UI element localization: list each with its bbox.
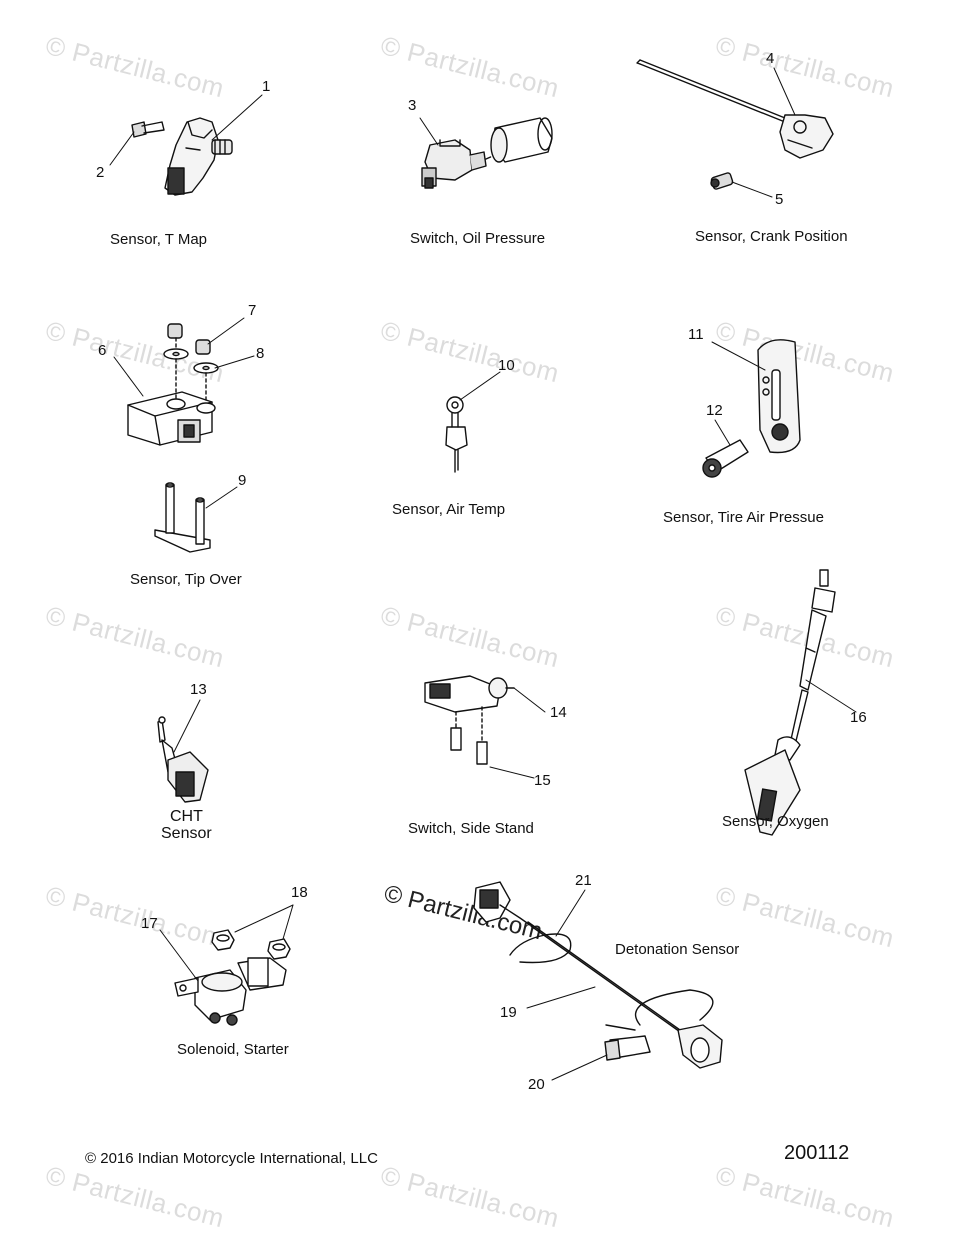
cht-sensor-drawing — [157, 716, 209, 803]
tire-pressure-sensor-drawing — [702, 339, 801, 478]
diagram-page: © Partzilla.com © Partzilla.com © Partzi… — [43, 30, 898, 1233]
callout-19: 19 — [500, 1004, 517, 1021]
callout-18: 18 — [291, 884, 308, 901]
starter-solenoid-drawing — [174, 929, 291, 1026]
callout-4: 4 — [766, 50, 775, 67]
callout-16: 16 — [850, 709, 867, 726]
caption-side-stand-switch: Switch, Side Stand — [408, 820, 534, 837]
tmap-sensor-drawing — [131, 117, 233, 196]
callout-11: 11 — [688, 326, 704, 343]
detonation-sensor-drawing — [473, 881, 723, 1069]
callout-13: 13 — [190, 681, 207, 698]
callout-6: 6 — [98, 342, 107, 359]
side-stand-switch-drawing — [424, 675, 515, 765]
copyright-text: 2016 Indian Motorcycle International, LL… — [100, 1150, 378, 1167]
caption-detonation-sensor: Detonation Sensor — [615, 941, 740, 958]
callout-7: 7 — [248, 302, 257, 319]
copyright-footer: © 2016 Indian Motorcycle International, … — [85, 1150, 378, 1167]
caption-tip-over-sensor: Sensor, Tip Over — [130, 571, 242, 588]
parts-drawing — [109, 59, 857, 1081]
callout-9: 9 — [238, 472, 247, 489]
callout-3: 3 — [408, 97, 417, 114]
caption-tire-pressure-sensor: Sensor, Tire Air Pressue — [663, 509, 824, 526]
callout-14: 14 — [550, 704, 567, 721]
callout-17: 17 — [141, 915, 158, 932]
callout-15: 15 — [534, 772, 551, 789]
oil-pressure-switch-drawing — [421, 117, 553, 189]
caption-crank-position-sensor: Sensor, Crank Position — [695, 228, 848, 245]
caption-cht-sensor: Sensor — [161, 825, 212, 842]
callout-10: 10 — [498, 357, 515, 374]
callout-12: 12 — [706, 402, 723, 419]
crank-position-sensor-drawing — [636, 59, 834, 190]
caption-tmap-sensor: Sensor, T Map — [110, 231, 208, 248]
caption-cht: CHT — [170, 808, 203, 825]
caption-starter-solenoid: Solenoid, Starter — [177, 1041, 289, 1058]
air-temp-sensor-drawing — [445, 396, 468, 473]
callout-5: 5 — [775, 191, 784, 208]
callout-1: 1 — [262, 78, 271, 95]
callout-2: 2 — [96, 164, 105, 181]
oxygen-sensor-drawing — [744, 569, 836, 836]
leader-lines — [109, 67, 857, 1081]
tip-over-sensor-drawing — [127, 323, 219, 553]
copyright-symbol: © — [85, 1150, 97, 1167]
caption-air-temp-sensor: Sensor, Air Temp — [392, 501, 506, 518]
diagram-part-number: 200112 — [784, 1142, 850, 1164]
callout-20: 20 — [528, 1076, 545, 1093]
callout-8: 8 — [256, 345, 265, 362]
callout-21: 21 — [575, 872, 592, 889]
caption-oxygen-sensor: Sensor, Oxygen — [722, 813, 829, 830]
caption-oil-pressure-switch: Switch, Oil Pressure — [410, 230, 546, 247]
